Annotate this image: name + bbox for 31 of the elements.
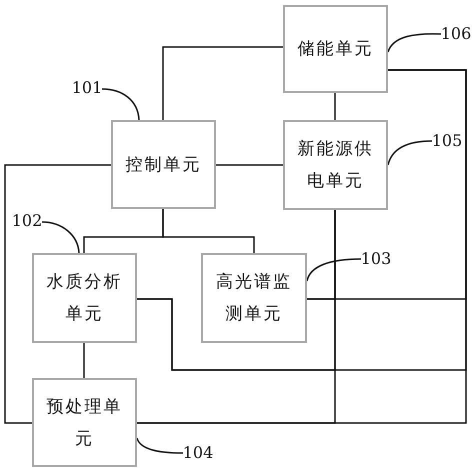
leader-line — [136, 438, 183, 454]
connector-line — [137, 210, 336, 424]
connector-line — [216, 164, 283, 166]
unit-label: 储能单元 — [298, 38, 374, 61]
unit-label: 水质分析单元 — [46, 271, 124, 326]
leader-line — [387, 33, 442, 52]
callout-number: 104 — [183, 443, 213, 463]
unit-label: 新能源供电单元 — [296, 138, 374, 193]
unit-box — [283, 5, 388, 93]
connector-line — [4, 164, 111, 424]
connector-line — [162, 209, 255, 253]
leader-line — [102, 88, 140, 120]
leader-line — [42, 221, 80, 254]
connector-line — [83, 343, 85, 378]
leader-line — [306, 258, 362, 282]
leader-line — [387, 140, 432, 166]
callout-number: 102 — [12, 211, 42, 231]
unit-label: 高光谱监测单元 — [215, 271, 293, 326]
unit-box — [111, 120, 216, 209]
unit-box — [283, 120, 388, 210]
connector-line — [162, 46, 283, 120]
unit-label: 预处理单元 — [46, 396, 124, 450]
callout-number: 106 — [441, 24, 471, 44]
callout-number: 105 — [432, 131, 462, 151]
callout-number: 101 — [72, 78, 102, 98]
unit-box — [32, 253, 137, 343]
unit-label: 控制单元 — [126, 154, 202, 176]
unit-box — [32, 378, 137, 467]
callout-number: 103 — [361, 249, 391, 269]
unit-box — [201, 253, 307, 343]
connector-line — [334, 93, 336, 120]
